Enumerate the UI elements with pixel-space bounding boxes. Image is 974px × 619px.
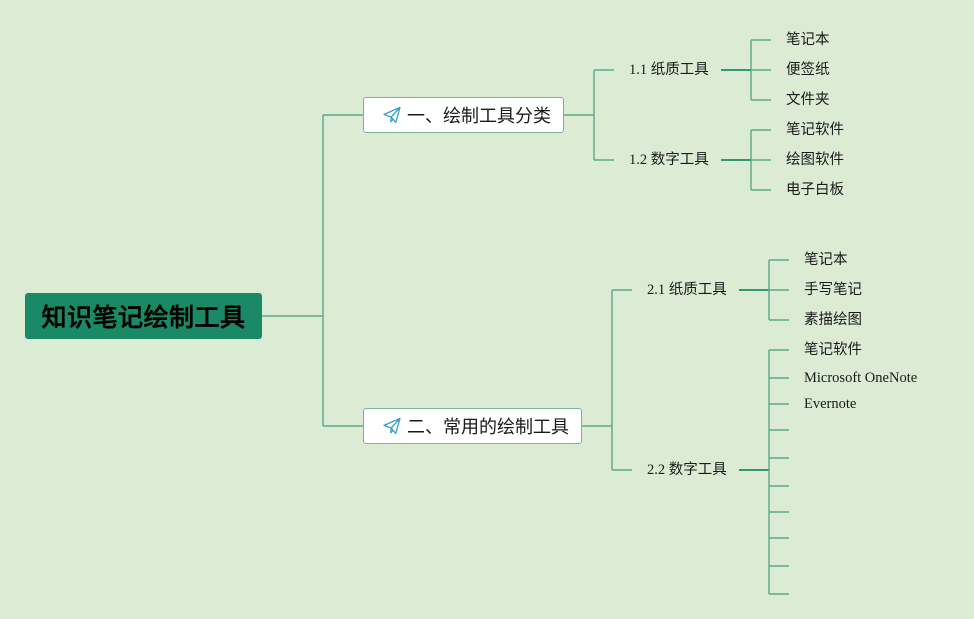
branch-node-1[interactable]: 一、绘制工具分类 xyxy=(363,97,564,133)
subtopic-1-1[interactable]: 1.1 纸质工具 xyxy=(629,62,709,78)
root-node[interactable]: 知识笔记绘制工具 xyxy=(25,293,262,339)
connector-branch-2 xyxy=(582,289,632,471)
leaf-item[interactable]: 便签纸 xyxy=(786,62,830,78)
leaf-item[interactable]: 绘图软件 xyxy=(786,152,844,168)
branch-node-2[interactable]: 二、常用的绘制工具 xyxy=(363,408,582,444)
leaf-item[interactable]: 手写笔记 xyxy=(804,282,862,298)
connector-leaves-1-1 xyxy=(750,39,771,101)
paper-plane-icon xyxy=(383,417,401,435)
leaf-item[interactable]: 笔记本 xyxy=(786,32,830,48)
leaf-item[interactable]: 电子白板 xyxy=(786,182,844,198)
branch-label: 二、常用的绘制工具 xyxy=(407,417,569,438)
leaf-item[interactable]: Microsoft OneNote xyxy=(804,370,918,386)
paper-plane-icon xyxy=(383,106,401,124)
connector-leaves-2-2 xyxy=(768,349,789,595)
connector-root xyxy=(262,114,363,427)
leaf-item[interactable]: 笔记本 xyxy=(804,252,848,268)
connector-leaves-1-2 xyxy=(750,129,771,191)
leaf-item[interactable]: 素描绘图 xyxy=(804,312,862,328)
connector-leaves-2-1 xyxy=(768,259,789,321)
leaf-item[interactable]: 笔记软件 xyxy=(804,342,862,358)
branch-label: 一、绘制工具分类 xyxy=(407,106,551,127)
connector-branch-1 xyxy=(564,69,614,161)
subtopic-2-1[interactable]: 2.1 纸质工具 xyxy=(647,282,727,298)
leaf-item[interactable]: 文件夹 xyxy=(786,92,830,108)
root-title: 知识笔记绘制工具 xyxy=(41,303,246,332)
leaf-item[interactable]: 笔记软件 xyxy=(786,122,844,138)
subtopic-1-2[interactable]: 1.2 数字工具 xyxy=(629,152,709,168)
subtopic-2-2[interactable]: 2.2 数字工具 xyxy=(647,462,727,478)
leaf-item[interactable]: Evernote xyxy=(804,396,857,412)
